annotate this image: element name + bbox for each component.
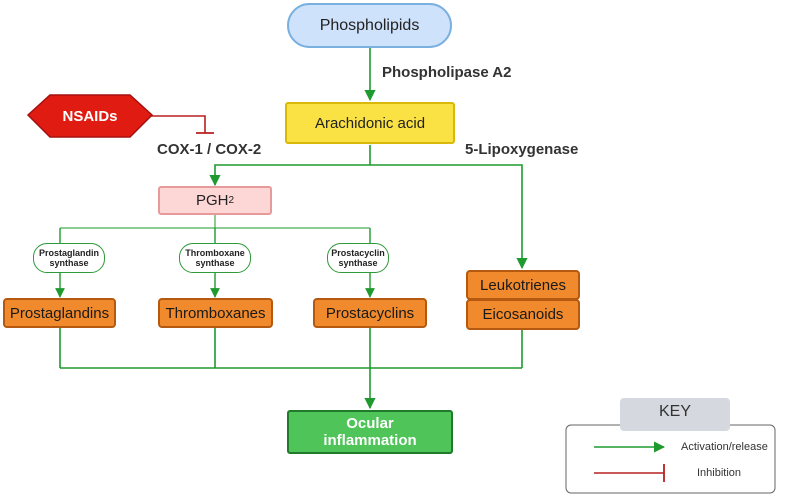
thromboxanes-node: Thromboxanes	[158, 298, 273, 328]
prostaglandin-synthase-node: Prostaglandin synthase	[33, 243, 105, 273]
key-box	[565, 424, 776, 494]
arachidonic-acid-node: Arachidonic acid	[285, 102, 455, 144]
prostacyclin-synthase-node: Prostacyclin synthase	[327, 243, 389, 273]
prostacyclins-node: Prostacyclins	[313, 298, 427, 328]
arrow-to-pgh2	[209, 164, 370, 187]
phospholipids-label: Phospholipids	[319, 16, 420, 34]
prostaglandins-node: Prostaglandins	[3, 298, 116, 328]
key-title: KEY	[620, 398, 730, 425]
leukotrienes-label: Leukotrienes	[480, 276, 566, 294]
key-title-label: KEY	[658, 402, 691, 420]
arachidonic-acid-label: Arachidonic acid	[314, 114, 426, 132]
thromboxane-synthase-label: Thromboxane synthase	[185, 248, 245, 268]
ocular-inflammation-label: Ocular inflammation	[323, 415, 417, 449]
ocular-inflammation-node: Ocular inflammation	[287, 410, 453, 454]
lipoxygenase-label: 5-Lipoxygenase	[465, 141, 579, 158]
prostacyclins-label: Prostacyclins	[325, 304, 415, 322]
arrow-to-leukotrienes	[370, 164, 528, 270]
cox-label: COX-1 / COX-2	[157, 141, 262, 158]
nsaids-label: NSAIDs	[62, 107, 118, 125]
phospholipase-label: Phospholipase A2	[382, 64, 512, 81]
eicosanoids-label: Eicosanoids	[482, 306, 564, 323]
eicosanoids-node: Eicosanoids	[466, 299, 580, 330]
prostaglandins-label: Prostaglandins	[9, 304, 110, 322]
prostaglandin-synthase-label: Prostaglandin synthase	[38, 248, 99, 268]
inhibition-nsaids-to-cox	[146, 115, 206, 133]
nsaids-shape	[26, 94, 154, 138]
thromboxanes-label: Thromboxanes	[165, 304, 266, 322]
prostacyclin-synthase-label: Prostacyclin synthase	[331, 248, 385, 268]
leukotrienes-node: Leukotrienes	[466, 270, 580, 300]
key-inhibition-label: Inhibition	[697, 467, 742, 479]
phospholipids-node: Phospholipids	[287, 3, 452, 48]
nsaids-node: NSAIDs	[28, 95, 152, 137]
pgh2-subscript: 2	[228, 195, 235, 206]
pgh2-label: PGH	[195, 192, 229, 209]
key-title-box	[620, 398, 730, 431]
thromboxane-synthase-node: Thromboxane synthase	[179, 243, 251, 273]
key-activation-label: Activation/release	[681, 441, 768, 453]
